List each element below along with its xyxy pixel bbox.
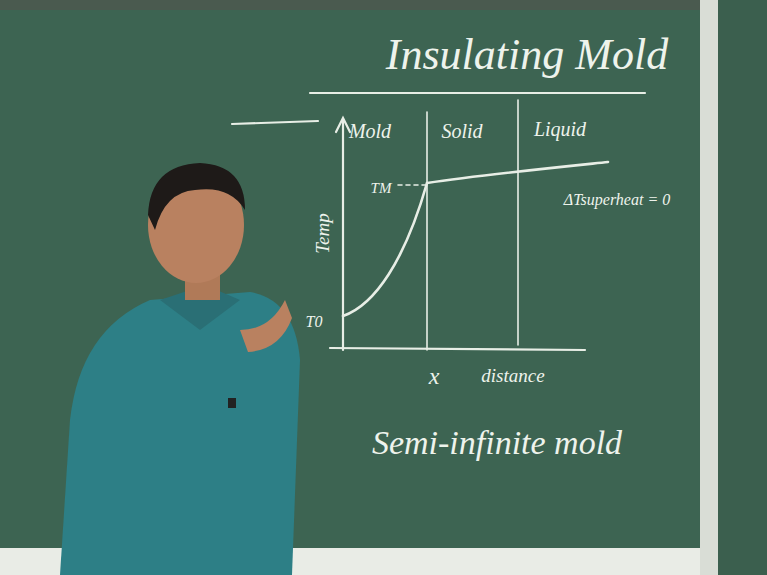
lecturer: [60, 163, 300, 575]
temperature-marker: T0: [306, 314, 323, 330]
superheat-note: ΔTsuperheat = 0: [564, 192, 670, 208]
liquid-temperature-line: [427, 162, 608, 183]
solid-liquid-boundary: [517, 100, 519, 345]
mold-solid-boundary: [426, 112, 428, 350]
axis-label: Temp: [312, 213, 331, 253]
mold-temperature-curve: [343, 183, 427, 316]
region-label: Liquid: [534, 119, 586, 139]
board-top-frame: [0, 0, 767, 10]
axis-label: x: [429, 364, 440, 388]
board-note: Semi-infinite mold: [372, 426, 622, 460]
board-right-panel: [718, 0, 767, 575]
region-label: Solid: [441, 121, 482, 141]
board-divider: [700, 0, 718, 575]
title-underline: [310, 92, 645, 94]
x-axis: [330, 348, 585, 350]
axis-label: distance: [481, 366, 544, 385]
chalk-stroke: [232, 121, 318, 124]
region-label: Mold: [349, 121, 391, 141]
lapel-microphone: [228, 398, 236, 408]
lecturer-hair: [148, 163, 245, 230]
board-title: Insulating Mold: [386, 33, 668, 77]
lecturer-shirt: [60, 292, 300, 575]
lecturer-hand: [240, 300, 292, 352]
melting-temp-dash: [398, 184, 426, 186]
axis-arrowhead: [336, 118, 350, 132]
temperature-marker: TM: [371, 181, 392, 196]
